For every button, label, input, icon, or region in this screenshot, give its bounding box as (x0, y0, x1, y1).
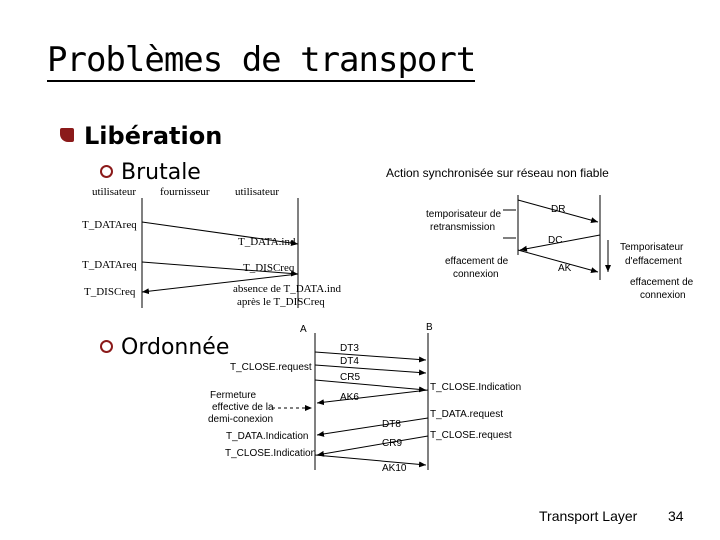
label-dr: DR (551, 204, 566, 215)
label-node-b: B (426, 322, 433, 333)
label-effacement-2: connexion (453, 269, 499, 280)
section-heading-text: Libération (84, 122, 223, 150)
label-close-request-left: T_CLOSE.request (230, 362, 312, 373)
label-close-indication-left: T_CLOSE.Indication (225, 448, 317, 459)
label-close-request-right: T_CLOSE.request (430, 430, 512, 441)
label-ak10: AK10 (382, 463, 407, 474)
footer-label: Transport Layer (539, 508, 638, 524)
label-ak6: AK6 (340, 392, 359, 403)
arrow-t-data (141, 221, 299, 246)
bullet-circle-icon (100, 165, 113, 178)
label-cr9: CR9 (382, 438, 403, 449)
arrow-dt8 (316, 417, 429, 437)
label-user-right: utilisateur (235, 186, 279, 198)
arrow-ak6 (316, 389, 429, 406)
label-ak: AK (558, 263, 572, 274)
label-eff-right-1: effacement de (630, 277, 694, 288)
label-data-indication-left: T_DATA.Indication (226, 431, 309, 442)
arrow-t-disc-ind (141, 273, 299, 295)
arrow-ak (517, 249, 599, 274)
bullet-circle-icon (100, 340, 113, 353)
page-number: 34 (668, 508, 684, 524)
label-temp-retrans-1: temporisateur de (426, 209, 502, 220)
arrow-cr9 (316, 435, 429, 457)
label-temp-eff-1: Temporisateur (620, 242, 684, 253)
label-t-datareq-1: T_DATAreq (82, 219, 137, 231)
label-dt3: DT3 (340, 343, 359, 354)
label-eff-right-2: connexion (640, 290, 686, 301)
arrow-dt4 (314, 364, 427, 376)
label-absence-2: après le T_DISCreq (237, 296, 325, 308)
bullet-brutale: Brutale (100, 160, 201, 185)
label-t-datareq-2: T_DATAreq (82, 259, 137, 271)
arrow-t-disc (141, 261, 299, 277)
label-temp-retrans-2: retransmission (430, 222, 496, 233)
section-heading: Libération (60, 122, 222, 150)
label-dt8: DT8 (382, 419, 401, 430)
arrow-cr5 (314, 379, 427, 393)
label-fermeture-3: demi-conexion (208, 414, 274, 425)
label-fermeture-1: Fermeture (210, 390, 257, 401)
label-node-a: A (300, 324, 307, 335)
label-user-left: utilisateur (92, 186, 136, 198)
label-effacement-1: effacement de (445, 256, 509, 267)
arrow-dt3 (314, 351, 427, 363)
arrow-dc (519, 234, 601, 252)
label-close-indication-right: T_CLOSE.Indication (430, 382, 522, 393)
label-data-request-right: T_DATA.request (430, 409, 503, 420)
label-temp-eff-2: d'effacement (625, 256, 682, 267)
page-title: Problèmes de transport (47, 40, 476, 82)
label-dt4: DT4 (340, 356, 359, 367)
label-t-discreq-left: T_DISCreq (84, 286, 136, 298)
sync-heading: Action synchronisée sur réseau non fiabl… (386, 166, 609, 180)
bullet-flag-icon (60, 128, 74, 142)
arrow-ak10 (314, 454, 427, 468)
label-t-data-ind: T_DATA.ind (238, 236, 296, 248)
label-absence-1: absence de T_DATA.ind (233, 283, 341, 295)
bullet-ordonnee: Ordonnée (100, 335, 229, 360)
label-fermeture-2: effective de la (212, 402, 274, 413)
bullet-brutale-text: Brutale (121, 160, 201, 185)
label-provider: fournisseur (160, 186, 210, 198)
bullet-ordonnee-text: Ordonnée (121, 335, 230, 360)
label-dc: DC (548, 235, 563, 246)
label-cr5: CR5 (340, 372, 361, 383)
arrow-dr (517, 199, 599, 224)
